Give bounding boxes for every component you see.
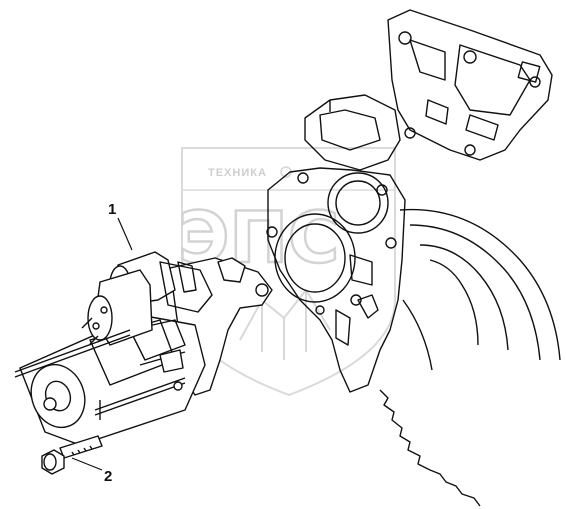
- callout-1: 1: [108, 201, 133, 251]
- engine-housing: [266, 9, 561, 507]
- callout-2: 2: [71, 457, 112, 485]
- starter-motor: [14, 251, 273, 446]
- callout-1-label: 1: [108, 201, 116, 218]
- callout-1-leader: [117, 217, 133, 251]
- callout-2-label: 2: [104, 468, 112, 485]
- callout-2-leader: [71, 457, 103, 471]
- mounting-bolt: [41, 435, 103, 475]
- watermark-brand-text: ТЕХНИКА: [208, 167, 267, 179]
